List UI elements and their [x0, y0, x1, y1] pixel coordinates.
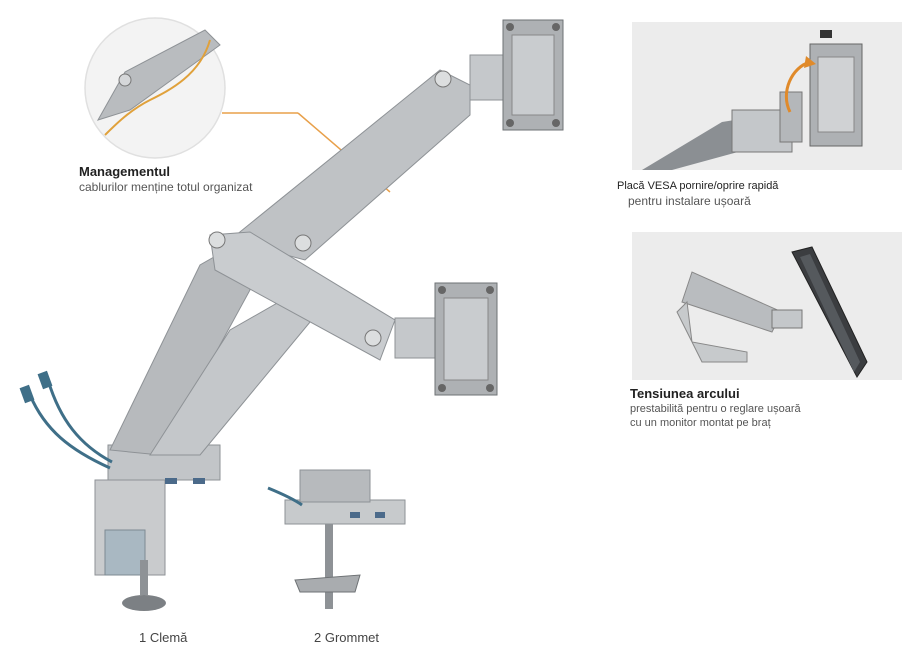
spring-callout-desc-1: prestabilită pentru o reglare ușoară — [630, 403, 801, 415]
usb-plug-icon — [19, 370, 113, 470]
spring-detail-drawing — [676, 246, 868, 378]
vesa-plate-icon — [502, 19, 564, 131]
vesa-detail-panel — [632, 22, 902, 170]
spring-callout-desc-2: cu un monitor montat pe braț — [630, 417, 771, 429]
clamp-icon — [94, 479, 166, 611]
grommet-label: 2 Grommet — [314, 630, 380, 645]
grommet-icon — [267, 469, 406, 609]
vesa-detail-drawing — [642, 30, 863, 170]
spring-detail-panel — [632, 232, 902, 380]
cable-callout-desc: cablurilor menține totul organizat — [79, 180, 253, 194]
vesa-plate-lower — [434, 282, 498, 396]
spring-callout-title: Tensiunea arcului — [630, 386, 740, 401]
upper-arm — [228, 69, 471, 261]
vesa-callout-title: Placă VESA pornire/oprire rapidă — [617, 180, 779, 192]
cable-callout-title: Managementul — [79, 164, 171, 179]
clamp-label: 1 Clemă — [139, 630, 188, 645]
vesa-callout-desc: pentru instalare ușoară — [628, 194, 751, 208]
middle-arm — [209, 231, 396, 361]
cable-management-zoom — [84, 17, 226, 159]
